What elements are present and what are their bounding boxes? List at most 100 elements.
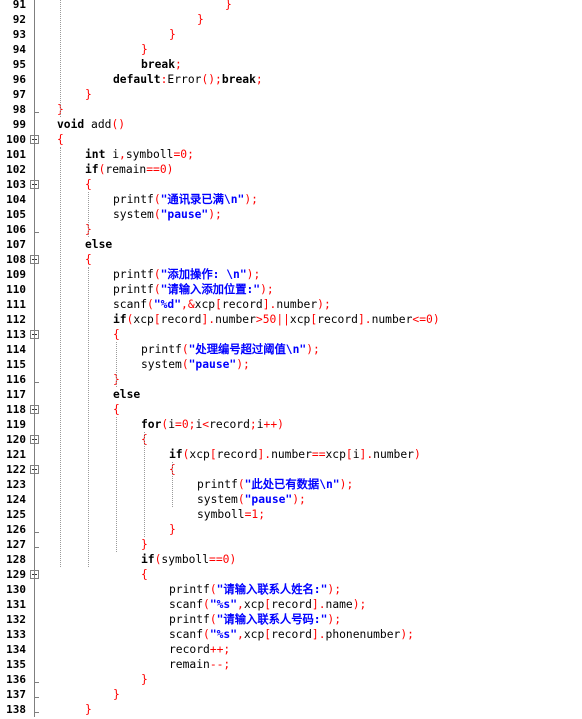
code-line[interactable]: system("pause"); [141,357,250,372]
code-token: , [119,148,126,161]
code-token: record [221,298,263,311]
code-line[interactable]: { [113,402,120,417]
fold-margin[interactable] [26,0,46,719]
code-line[interactable]: int i,symboll=0; [85,147,194,162]
code-token: phonenumber [325,628,401,641]
code-token: 0 [180,148,188,161]
code-token: } [141,673,148,686]
code-line[interactable]: printf("请输入联系人号码:"); [169,612,341,627]
code-line[interactable]: { [57,132,64,147]
code-line[interactable]: else [113,387,140,402]
code-token: ; [323,298,331,311]
indent-guide [60,0,61,117]
line-number: 137 [6,688,26,701]
code-token: "%s" [209,598,238,611]
code-line[interactable]: default:Error();break; [113,72,263,87]
code-line[interactable]: printf("处理编号超过阈值\n"); [141,342,320,357]
code-line[interactable]: scanf("%s",xcp[record].name); [169,597,366,612]
code-line[interactable]: if(remain==0) [85,162,173,177]
code-line[interactable]: printf("添加操作: \n"); [113,267,260,282]
code-token: printf [113,268,154,281]
code-token: { [57,133,64,146]
code-token: , [181,298,188,311]
code-line[interactable]: { [141,567,148,582]
code-token: if [141,553,155,566]
code-token: i [168,418,176,431]
code-line[interactable]: { [85,252,92,267]
code-line[interactable]: remain--; [169,657,230,672]
fold-end-marker [34,112,39,113]
code-line[interactable]: scanf("%d",&xcp[record].number); [113,297,331,312]
code-token: system [141,358,182,371]
code-line[interactable]: if(symboll==0) [141,552,236,567]
code-token: remain [105,163,147,176]
code-line[interactable]: printf("此处已有数据\n"); [197,477,353,492]
code-token: , [237,598,244,611]
code-token: printf [169,583,210,596]
code-token: ) [229,553,237,566]
code-line[interactable]: printf("通讯录已满\n"); [113,192,258,207]
code-line[interactable]: system("pause"); [197,492,306,507]
indent-guide [88,267,89,567]
code-token: "请输入联系人姓名:" [216,583,328,596]
code-line[interactable]: } [85,702,92,717]
code-line[interactable]: printf("请输入联系人姓名:"); [169,582,341,597]
code-token: . [269,298,277,311]
code-token: [ [345,448,353,461]
code-line[interactable]: } [141,672,148,687]
code-line[interactable]: symboll=1; [197,507,265,522]
code-line[interactable]: else [85,237,112,252]
code-line[interactable]: } [169,27,176,42]
code-line[interactable]: for(i=0;i<record;i++) [141,417,284,432]
code-token: add [84,118,112,131]
code-line[interactable]: } [113,687,120,702]
line-number: 91 [12,0,26,11]
line-number: 93 [12,28,26,41]
code-token: ; [215,208,222,221]
code-token: ] [262,298,270,311]
code-line[interactable]: { [113,327,120,342]
code-token: , [237,628,244,641]
code-token: [ [264,598,272,611]
code-line[interactable]: { [85,177,92,192]
line-number: 120 [6,433,26,446]
code-token: ) [277,418,284,431]
line-number: 135 [6,658,26,671]
code-token: ; [223,643,231,656]
line-number: 100 [6,133,26,146]
code-line[interactable]: } [85,87,92,102]
code-token: 0 [222,553,230,566]
code-token: ( [153,193,161,206]
code-token: ) [352,598,360,611]
code-line[interactable]: if(xcp[record].number>50||xcp[record].nu… [113,312,440,327]
code-text-area[interactable]: }}}}break;default:Error();break;}}void a… [50,0,582,719]
code-token: "处理编号超过阈值\n" [188,343,307,356]
line-number: 97 [12,88,26,101]
code-token: else [85,238,113,251]
code-line[interactable]: void add() [57,117,125,132]
code-line[interactable]: record++; [169,642,230,657]
code-token: : [160,73,168,86]
code-token: scanf [169,628,204,641]
code-token: ) [244,193,252,206]
code-token: 0 [426,313,433,326]
code-line[interactable]: printf("请输入添加位置:"); [113,282,274,297]
code-line[interactable]: } [141,537,148,552]
code-line[interactable]: } [141,42,148,57]
code-token: > [255,313,263,326]
line-number: 132 [6,613,26,626]
code-token: ; [334,613,342,626]
code-line[interactable]: system("pause"); [113,207,222,222]
code-token: ) [327,613,335,626]
code-line[interactable]: } [197,12,204,27]
line-number: 116 [6,373,26,386]
code-line[interactable]: } [225,0,232,12]
code-line[interactable]: if(xcp[record].number==xcp[i].number) [169,447,421,462]
line-number: 124 [6,493,26,506]
code-line[interactable]: break; [141,57,182,72]
indent-guide [116,417,117,552]
code-line[interactable]: scanf("%s",xcp[record].phonenumber); [169,627,414,642]
code-token: number [373,448,414,461]
code-line[interactable]: } [169,522,176,537]
